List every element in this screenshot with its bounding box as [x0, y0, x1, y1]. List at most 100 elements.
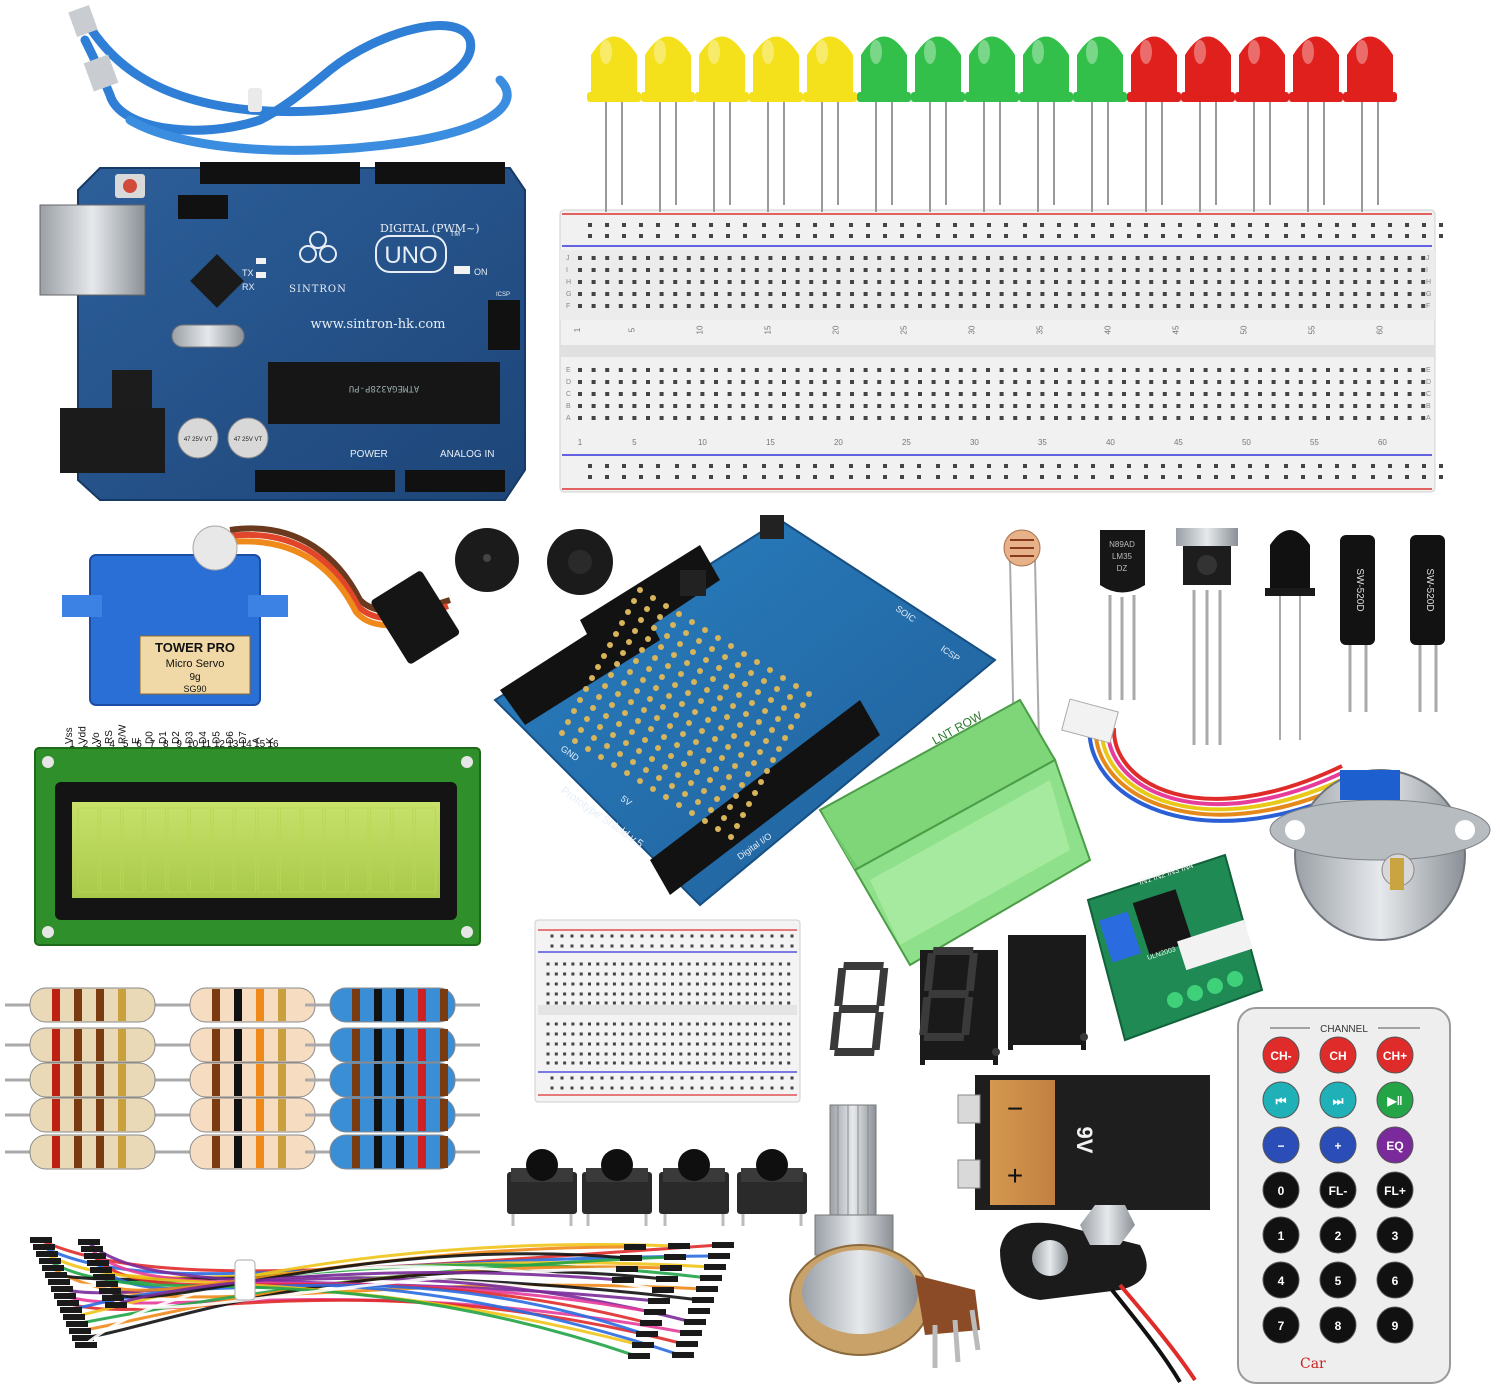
breadboard-hole: [958, 292, 963, 296]
breadboard-hole: [686, 304, 691, 308]
segment: [843, 962, 884, 970]
tactile-button[interactable]: [507, 1149, 577, 1226]
rail-hole: [1335, 234, 1339, 238]
resistor: [305, 1134, 480, 1170]
proto-pad: [615, 691, 621, 697]
remote-button[interactable]: 2: [1319, 1216, 1357, 1254]
rail-hole: [936, 464, 940, 468]
mini-hole: [687, 1032, 691, 1036]
breadboard-hole: [1217, 268, 1222, 272]
mini-hole: [579, 1001, 583, 1005]
breadboard-hole: [958, 380, 963, 384]
rail-hole: [605, 464, 609, 468]
remote-button[interactable]: −: [1262, 1126, 1300, 1164]
breadboard-hole: [605, 404, 610, 408]
icsp-label: ICSP: [496, 292, 510, 298]
proto-pad: [743, 711, 749, 717]
remote-button[interactable]: ⏮: [1262, 1081, 1300, 1119]
remote-button[interactable]: 0: [1262, 1171, 1300, 1209]
mini-hole: [671, 972, 674, 976]
breadboard-hole: [1190, 268, 1194, 272]
rail-hole: [709, 223, 713, 227]
breadboard-hole: [809, 404, 814, 408]
tactile-button[interactable]: [659, 1149, 729, 1226]
breadboard-column-number: 10: [698, 438, 707, 447]
proto-pad: [692, 709, 698, 715]
mini-hole: [754, 1061, 757, 1065]
rail-hole: [1161, 234, 1165, 238]
mini-hole: [745, 982, 749, 986]
mini-hole: [679, 972, 683, 976]
proto-pad: [728, 643, 734, 649]
breadboard-hole: [890, 404, 895, 408]
breadboard-row-letter: E: [1426, 367, 1431, 374]
breadboard-hole: [700, 416, 705, 420]
proto-pad: [684, 660, 690, 666]
mini-hole: [770, 972, 774, 976]
mini-rail-hole: [580, 1086, 584, 1090]
proto-pad: [690, 649, 696, 655]
proto-pad: [595, 664, 601, 670]
tactile-button[interactable]: [737, 1149, 807, 1226]
remote-button[interactable]: 1: [1262, 1216, 1300, 1254]
remote-button[interactable]: 3: [1376, 1216, 1414, 1254]
rail-hole: [1110, 223, 1114, 227]
breadboard-hole: [822, 416, 827, 420]
rail-hole: [1214, 223, 1218, 227]
breadboard-hole: [1026, 280, 1031, 284]
mini-hole: [671, 992, 674, 996]
breadboard-row-letter: A: [566, 415, 571, 422]
mini-hole: [612, 1032, 616, 1036]
lcd-pin-name: D1: [158, 731, 169, 744]
breadboard-hole: [1244, 256, 1249, 260]
mini-hole: [687, 1022, 691, 1026]
remote-button[interactable]: 6: [1376, 1261, 1414, 1299]
rail-hole: [1439, 475, 1443, 479]
rail-hole: [1265, 234, 1269, 238]
remote-button[interactable]: 8: [1319, 1306, 1357, 1344]
proto-pad: [700, 758, 706, 764]
breadboard-hole: [782, 380, 786, 384]
mini-hole: [554, 992, 558, 996]
mini-hole: [588, 1061, 591, 1065]
lcd-pin-number: 7: [150, 739, 156, 750]
remote-button[interactable]: 5: [1319, 1261, 1357, 1299]
proto-pad: [697, 668, 703, 674]
breadboard-hole: [863, 392, 868, 396]
mini-hole: [637, 1042, 641, 1046]
remote-button[interactable]: 9: [1376, 1306, 1414, 1344]
remote-button[interactable]: CH: [1319, 1036, 1357, 1074]
proto-pad: [750, 730, 756, 736]
remote-button[interactable]: +: [1319, 1126, 1357, 1164]
proto-button-2[interactable]: [760, 515, 784, 539]
breadboard-hole: [1380, 304, 1385, 308]
breadboard-hole: [578, 380, 582, 384]
breadboard-hole: [1040, 292, 1045, 296]
remote-button[interactable]: 7: [1262, 1306, 1300, 1344]
breadboard-hole: [809, 256, 814, 260]
proto-pad: [763, 738, 769, 744]
lcd-cell: [122, 851, 144, 893]
breadboard-hole: [686, 416, 691, 420]
mini-hole: [571, 962, 575, 966]
breadboard-hole: [863, 416, 868, 420]
remote-button[interactable]: ▶‖: [1376, 1081, 1414, 1119]
mini-hole: [596, 1032, 600, 1036]
proto-pad: [664, 633, 670, 639]
breadboard-column-number: 10: [695, 325, 704, 334]
breadboard-hole: [1380, 380, 1385, 384]
proto-reset-button[interactable]: [680, 570, 706, 596]
breadboard-hole: [795, 404, 800, 408]
proto-pad: [741, 651, 747, 657]
remote-button[interactable]: FL-: [1319, 1171, 1357, 1209]
remote-button[interactable]: CH-: [1262, 1036, 1300, 1074]
remote-button[interactable]: 4: [1262, 1261, 1300, 1299]
tactile-button[interactable]: [582, 1149, 652, 1226]
remote-button[interactable]: FL+: [1376, 1171, 1414, 1209]
mini-hole: [596, 1052, 600, 1056]
segment: [834, 968, 847, 1006]
mini-rail-hole: [670, 1076, 674, 1080]
remote-button[interactable]: CH+: [1376, 1036, 1414, 1074]
remote-button[interactable]: ⏭: [1319, 1081, 1357, 1119]
remote-button[interactable]: EQ: [1376, 1126, 1414, 1164]
